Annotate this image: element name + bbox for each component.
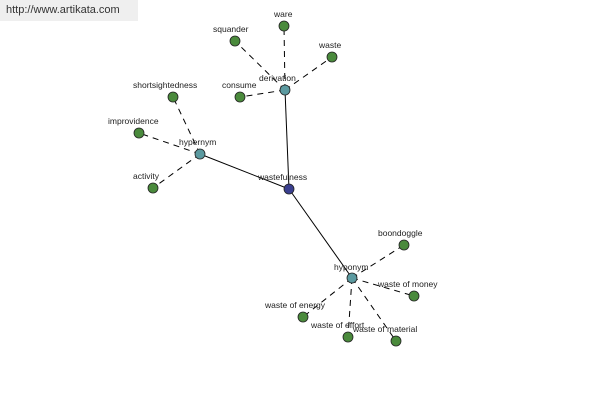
word-consume-label[interactable]: consume: [222, 80, 257, 90]
word-activity-node[interactable]: [147, 182, 159, 194]
edge-root-hypernym: [199, 153, 290, 190]
relation-hypernym-label: hypernym: [179, 137, 216, 147]
word-waste-of-effort-node[interactable]: [342, 331, 354, 343]
word-waste-of-energy-node[interactable]: [297, 311, 309, 323]
word-consume-node[interactable]: [234, 91, 246, 103]
word-waste-of-money-node[interactable]: [408, 290, 420, 302]
word-boondoggle-node[interactable]: [398, 239, 410, 251]
word-waste-node[interactable]: [326, 51, 338, 63]
word-boondoggle-label[interactable]: boondoggle: [378, 228, 423, 238]
relation-hypernym-node: [194, 148, 206, 160]
edge-hyponym-waste-of-energy: [302, 277, 353, 318]
word-waste-of-money-label[interactable]: waste of money: [377, 279, 438, 289]
relation-hyponym-label: hyponym: [334, 262, 369, 272]
edge-derivation-waste: [284, 56, 333, 91]
edge-hypernym-activity: [152, 153, 201, 189]
word-waste-of-energy-label[interactable]: waste of energy: [264, 300, 326, 310]
word-waste-of-material-label[interactable]: waste of material: [352, 324, 417, 334]
relation-derivation-node: [279, 84, 291, 96]
edge-derivation-consume: [239, 89, 286, 98]
edge-root-hyponym: [288, 188, 353, 279]
edge-hyponym-waste-of-material: [351, 277, 397, 342]
word-shortsightedness-node[interactable]: [167, 91, 179, 103]
word-ware-node[interactable]: [278, 20, 290, 32]
word-squander-node[interactable]: [229, 35, 241, 47]
relation-hyponym-node: [346, 272, 358, 284]
url-text[interactable]: http://www.artikata.com: [6, 4, 120, 16]
word-shortsightedness-label[interactable]: shortsightedness: [133, 80, 197, 90]
edge-root-derivation: [284, 89, 290, 190]
word-waste-label[interactable]: waste: [318, 40, 341, 50]
url-bar: http://www.artikata.com: [0, 0, 138, 21]
relation-derivation-label: derivation: [259, 73, 296, 83]
word-improvidence-node[interactable]: [133, 127, 145, 139]
edge-derivation-squander: [234, 40, 286, 91]
root-wastefulness-node[interactable]: [283, 183, 295, 195]
word-squander-label[interactable]: squander: [213, 24, 249, 34]
word-waste-of-material-node[interactable]: [390, 335, 402, 347]
word-ware-label[interactable]: ware: [273, 9, 293, 19]
root-wastefulness-label[interactable]: wastefulness: [257, 172, 307, 182]
word-waste-of-effort-label[interactable]: waste of effort: [310, 320, 365, 330]
word-improvidence-label[interactable]: improvidence: [108, 116, 159, 126]
word-activity-label[interactable]: activity: [133, 171, 160, 181]
edge-hyponym-waste-of-effort: [347, 277, 353, 338]
